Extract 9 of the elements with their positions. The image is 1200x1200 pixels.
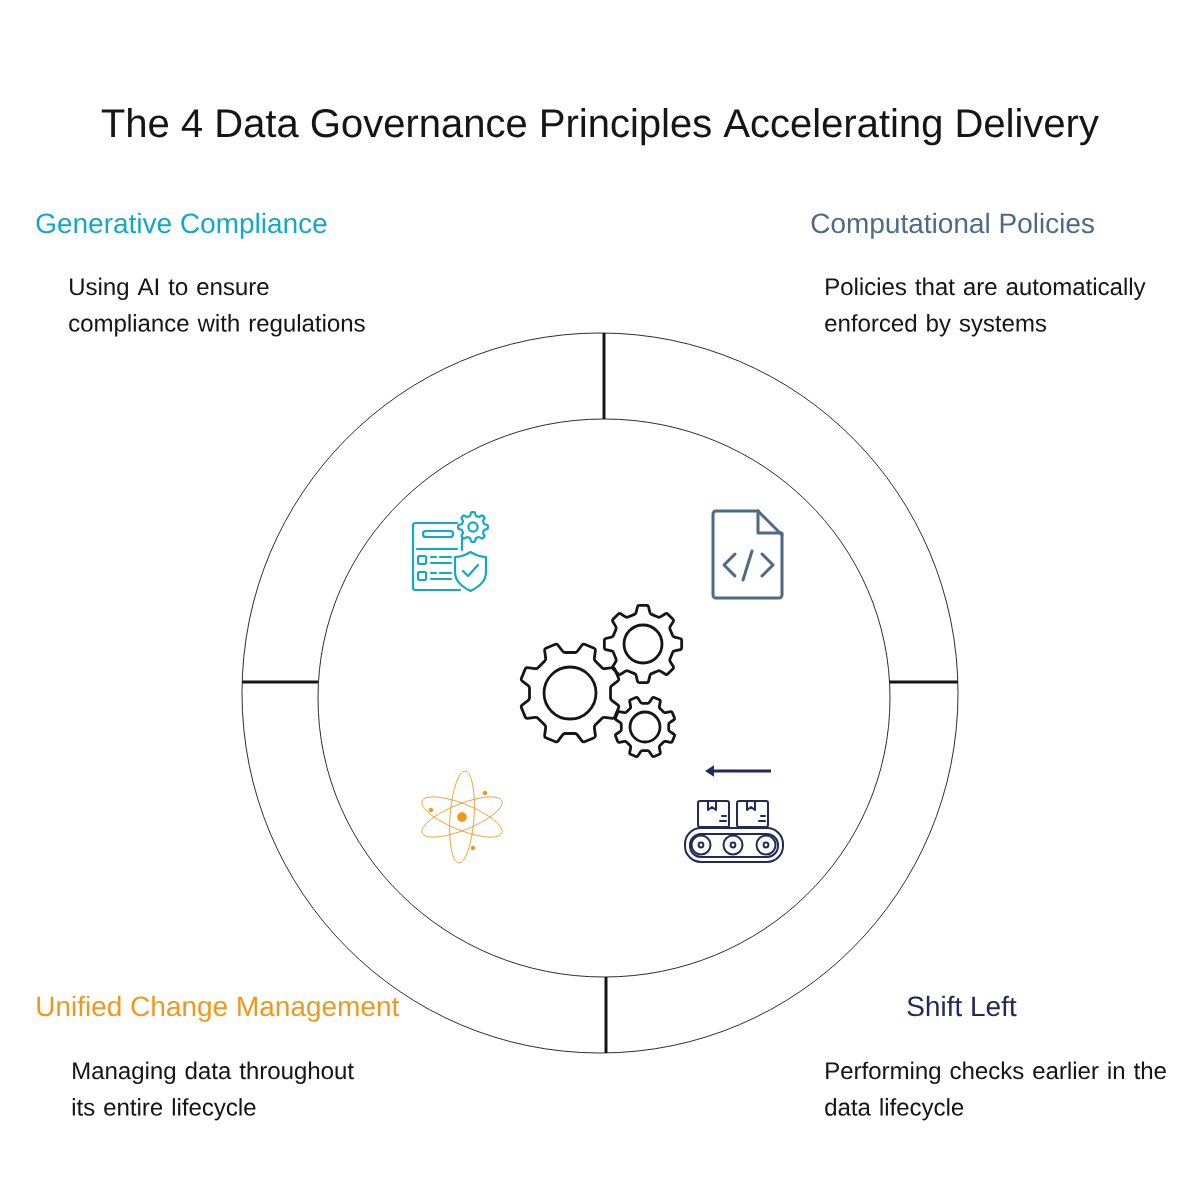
heading: Computational Policies xyxy=(811,212,1094,239)
description: Performing checks earlier in the data lifecycle xyxy=(825,1061,1166,1121)
heading: Generative Compliance xyxy=(36,212,327,239)
description: Managing data throughout its entire lifecycle xyxy=(72,1061,354,1121)
title: The 4 Data Governance Principles Accelerating Delivery xyxy=(101,108,1099,146)
heading: Unified Change Management xyxy=(37,995,400,1022)
description: Using AI to ensure compliance with regulations xyxy=(69,277,365,337)
heading: Shift Left xyxy=(907,995,1017,1017)
description: Policies that are automatically enforced by systems xyxy=(825,277,1146,337)
